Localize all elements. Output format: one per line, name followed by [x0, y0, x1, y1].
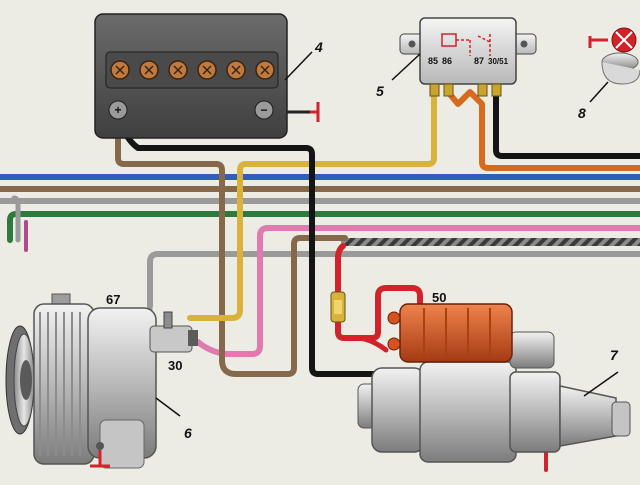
battery-minus-terminal	[254, 100, 274, 120]
alternator-ground-mark	[90, 450, 110, 468]
relay-terminal-86: 86	[442, 56, 452, 66]
starter-solenoid	[387, 303, 513, 363]
battery-cells	[110, 60, 275, 80]
relay-contact	[456, 34, 491, 56]
callout-7: 7	[610, 347, 619, 363]
callouts	[155, 51, 619, 417]
gray-wire-lower	[147, 251, 640, 309]
callout-leader-7	[583, 371, 619, 397]
starter-motor: 50	[357, 290, 631, 463]
callout-leader-8	[589, 81, 609, 103]
alternator-terminal-30: 30	[168, 358, 182, 373]
yellow-wire	[187, 89, 437, 321]
inline-fuse	[330, 291, 346, 323]
orange-wire-relay	[445, 89, 640, 171]
pink-wire	[195, 225, 640, 357]
callout-5: 5	[376, 83, 384, 99]
red-wire-starter	[335, 243, 346, 299]
callout-leader-6	[155, 397, 181, 417]
battery: + −	[94, 13, 288, 139]
battery-cell-vent	[173, 65, 183, 75]
callout-6: 6	[184, 425, 192, 441]
black-wire-relay	[493, 89, 640, 159]
callout-4: 4	[314, 39, 323, 55]
relay-terminal-85: 85	[428, 56, 438, 66]
battery-ground-mark	[310, 102, 320, 122]
battery-cell-vent	[115, 65, 125, 75]
battery-plus-terminal	[108, 100, 128, 120]
red-wire-fuse-lower	[335, 285, 423, 341]
lamp-ground-mark	[588, 36, 608, 48]
alternator: 67 30	[5, 292, 198, 469]
red-wire-solenoid	[353, 335, 389, 353]
battery-minus-symbol: −	[260, 103, 267, 117]
battery-cell-vent	[202, 65, 212, 75]
brown-wire-battery	[115, 115, 348, 377]
relay-terminal-87: 87	[474, 56, 484, 66]
relay-terminal-30-51: 30/51	[488, 57, 509, 66]
battery-cell-vent	[231, 65, 241, 75]
battery-plus-symbol: +	[114, 103, 121, 117]
wire-harness	[0, 174, 640, 357]
starter-terminal-50: 50	[432, 290, 446, 305]
battery-cell-vent	[260, 65, 270, 75]
warning-lamp	[588, 27, 640, 85]
callout-8: 8	[578, 105, 586, 121]
callout-leader-4	[284, 51, 313, 81]
callout-leader-5	[391, 53, 421, 81]
alternator-terminal-67: 67	[106, 292, 120, 307]
battery-cell-vent	[144, 65, 154, 75]
relay: 85 86 87 30/51	[399, 17, 537, 97]
left-wire-stub-gray	[11, 195, 21, 243]
